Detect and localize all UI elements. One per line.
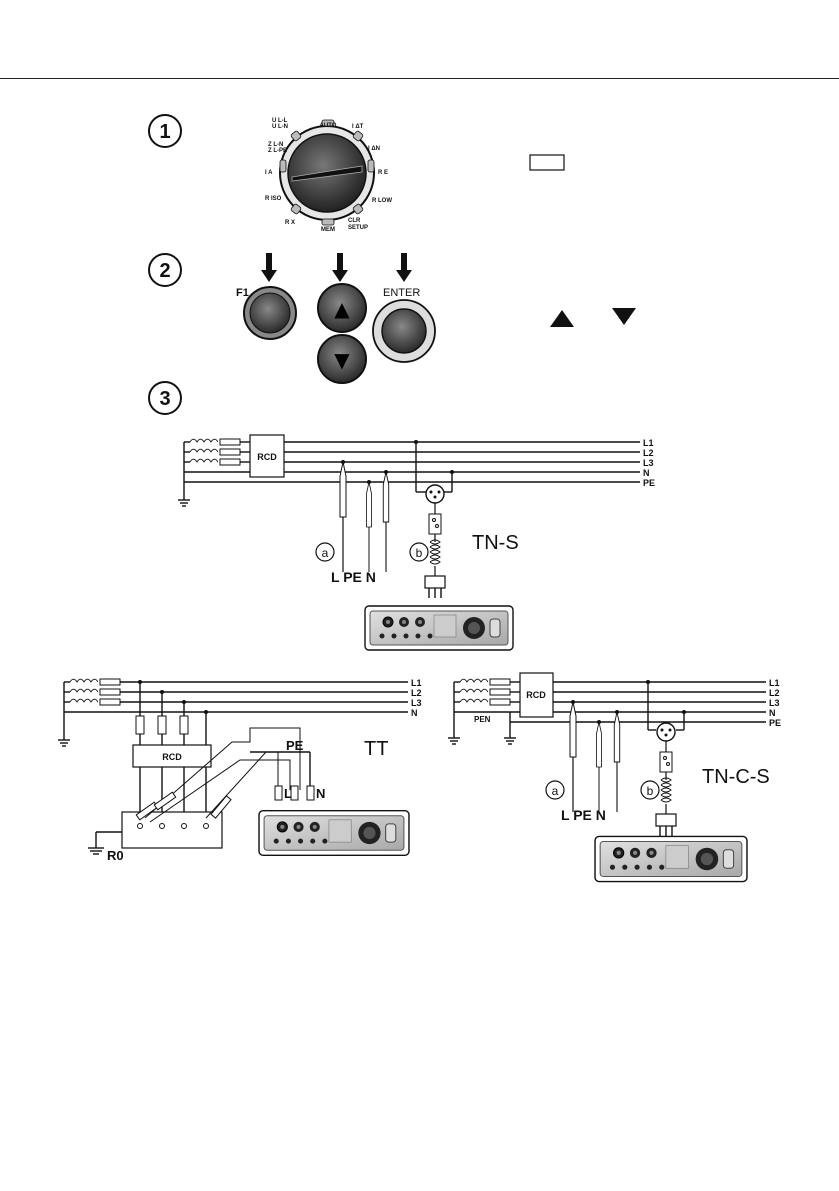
enter-button[interactable] [373, 300, 435, 362]
dial-label-uln: U L-N [272, 124, 288, 130]
svg-text:2: 2 [159, 260, 170, 282]
press-arrow-f1-icon [261, 253, 277, 282]
tn-c-s-pen-label: PEN [474, 715, 491, 724]
press-arrow-up-icon [332, 253, 348, 282]
dial-label-idn: I ΔN [368, 146, 380, 152]
press-arrow-enter-icon [396, 253, 412, 282]
function-box-icon [530, 155, 564, 170]
f1-button[interactable] [244, 287, 296, 339]
tt-l2: L2 [411, 688, 422, 698]
tt-lead-n: N [316, 786, 325, 801]
tn-c-s-probe-a: a [552, 784, 559, 798]
enter-label: ENTER [383, 287, 420, 299]
tn-c-s-l2: L2 [769, 688, 780, 698]
tn-s-system-label: TN-S [472, 532, 519, 554]
tn-s-n: N [643, 468, 650, 478]
dial-label-re: R E [378, 170, 388, 176]
tn-c-s-l3: L3 [769, 698, 780, 708]
tt-r0-label: R0 [107, 848, 124, 863]
down-triangle-icon [612, 308, 636, 325]
tn-c-s-system-label: TN-C-S [702, 766, 770, 788]
tt-l3: L3 [411, 698, 422, 708]
tt-l1: L1 [411, 678, 422, 688]
tn-s-l1: L1 [643, 438, 654, 448]
tt-diagram: L1 L2 L3 N RCD R0 [58, 678, 422, 863]
dial-label-rx: R X [285, 220, 295, 226]
tn-c-s-pe: PE [769, 718, 781, 728]
dial-label-idt: I ΔT [352, 124, 364, 130]
tn-s-diagram: RCD L1 L2 L3 N PE a b L PE N TN-S [178, 435, 655, 650]
dial-mem-label: MEM [321, 227, 335, 233]
tn-c-s-leads: L PE N [561, 807, 606, 823]
tt-n: N [411, 708, 418, 718]
dial-label-rlow: R LOW [372, 198, 392, 204]
down-button[interactable]: ▼ [318, 335, 366, 383]
up-triangle-icon [550, 310, 574, 327]
dial-auto-label: AUTO [320, 123, 337, 129]
f1-label: F1 [236, 287, 249, 299]
tt-system-label: TT [364, 738, 388, 760]
tt-lead-l: L [284, 786, 292, 801]
tn-c-s-probe-b: b [647, 784, 654, 798]
tn-s-pe: PE [643, 478, 655, 488]
rotary-dial[interactable]: AUTO MEM U L-L U L-N Z L-N Z L-PE I A R … [265, 118, 392, 233]
tn-c-s-n: N [769, 708, 776, 718]
tn-s-rcd-label: RCD [257, 452, 277, 462]
tn-c-s-rcd-label: RCD [526, 690, 546, 700]
step-3-marker: 3 [149, 382, 181, 414]
svg-text:1: 1 [159, 121, 170, 143]
svg-text:3: 3 [159, 388, 170, 410]
step-1-marker: 1 [149, 115, 181, 147]
dial-label-ia: I A [265, 170, 273, 176]
tn-s-probe-a: a [322, 546, 329, 560]
tn-s-l3: L3 [643, 458, 654, 468]
up-arrow-icon: ▲ [334, 297, 350, 321]
tn-s-probe-b: b [416, 546, 423, 560]
up-button[interactable]: ▲ [318, 284, 366, 332]
tn-s-l2: L2 [643, 448, 654, 458]
tn-s-leads: L PE N [331, 569, 376, 585]
down-arrow-icon: ▼ [334, 348, 350, 372]
tt-pe-label: PE [286, 738, 304, 753]
tt-rcd-label: RCD [162, 752, 182, 762]
dial-label-clr: CLR [348, 218, 361, 224]
dial-label-zlpe: Z L-PE [268, 148, 287, 154]
tn-c-s-diagram: RCD PEN L1 L2 L3 N PE a b L PE N TN [448, 673, 781, 882]
step-2-marker: 2 [149, 254, 181, 286]
tn-c-s-l1: L1 [769, 678, 780, 688]
dial-label-setup: SETUP [348, 225, 368, 231]
dial-label-riso: R ISO [265, 196, 282, 202]
